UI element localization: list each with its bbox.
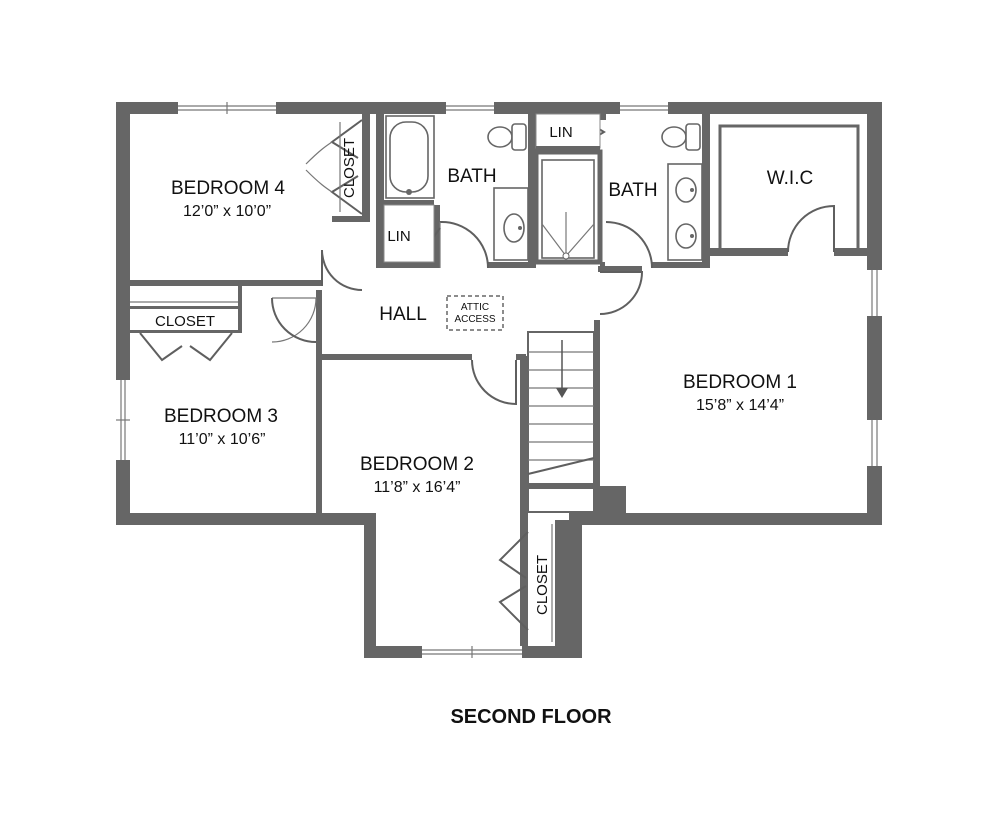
fixtures xyxy=(130,113,860,642)
interior-walls xyxy=(130,114,867,646)
master-bath-name: BATH xyxy=(608,180,657,201)
attic-access-line1: ATTIC xyxy=(461,302,489,313)
exterior-walls xyxy=(116,102,882,658)
bedroom3-closet-label: CLOSET xyxy=(155,313,215,330)
attic-access-line2: ACCESS xyxy=(454,314,495,325)
hall-bath-name: BATH xyxy=(447,166,496,187)
bedroom3-name: BEDROOM 3 xyxy=(164,406,278,427)
bedroom2-closet-label: CLOSET xyxy=(534,555,551,615)
bedroom3-dims: 11’0” x 10’6” xyxy=(179,431,266,448)
room-labels: BEDROOM 4 12’0” x 10’0” BEDROOM 3 11’0” … xyxy=(155,124,813,728)
bedroom1-name: BEDROOM 1 xyxy=(683,372,797,393)
master-linen-label: LIN xyxy=(549,124,572,141)
wic-name: W.I.C xyxy=(767,168,813,189)
bedroom4-dims: 12’0” x 10’0” xyxy=(183,203,271,220)
hall-name: HALL xyxy=(379,304,427,325)
bedroom2-name: BEDROOM 2 xyxy=(360,454,474,475)
bedroom4-name: BEDROOM 4 xyxy=(171,178,285,199)
hall-linen-label: LIN xyxy=(387,228,410,245)
bedroom1-dims: 15’8” x 14’4” xyxy=(696,397,784,414)
bedroom4-closet-label: CLOSET xyxy=(341,138,358,198)
floor-title: SECOND FLOOR xyxy=(450,706,612,728)
bedroom2-dims: 11’8” x 16’4” xyxy=(374,479,461,496)
windows xyxy=(116,102,882,658)
